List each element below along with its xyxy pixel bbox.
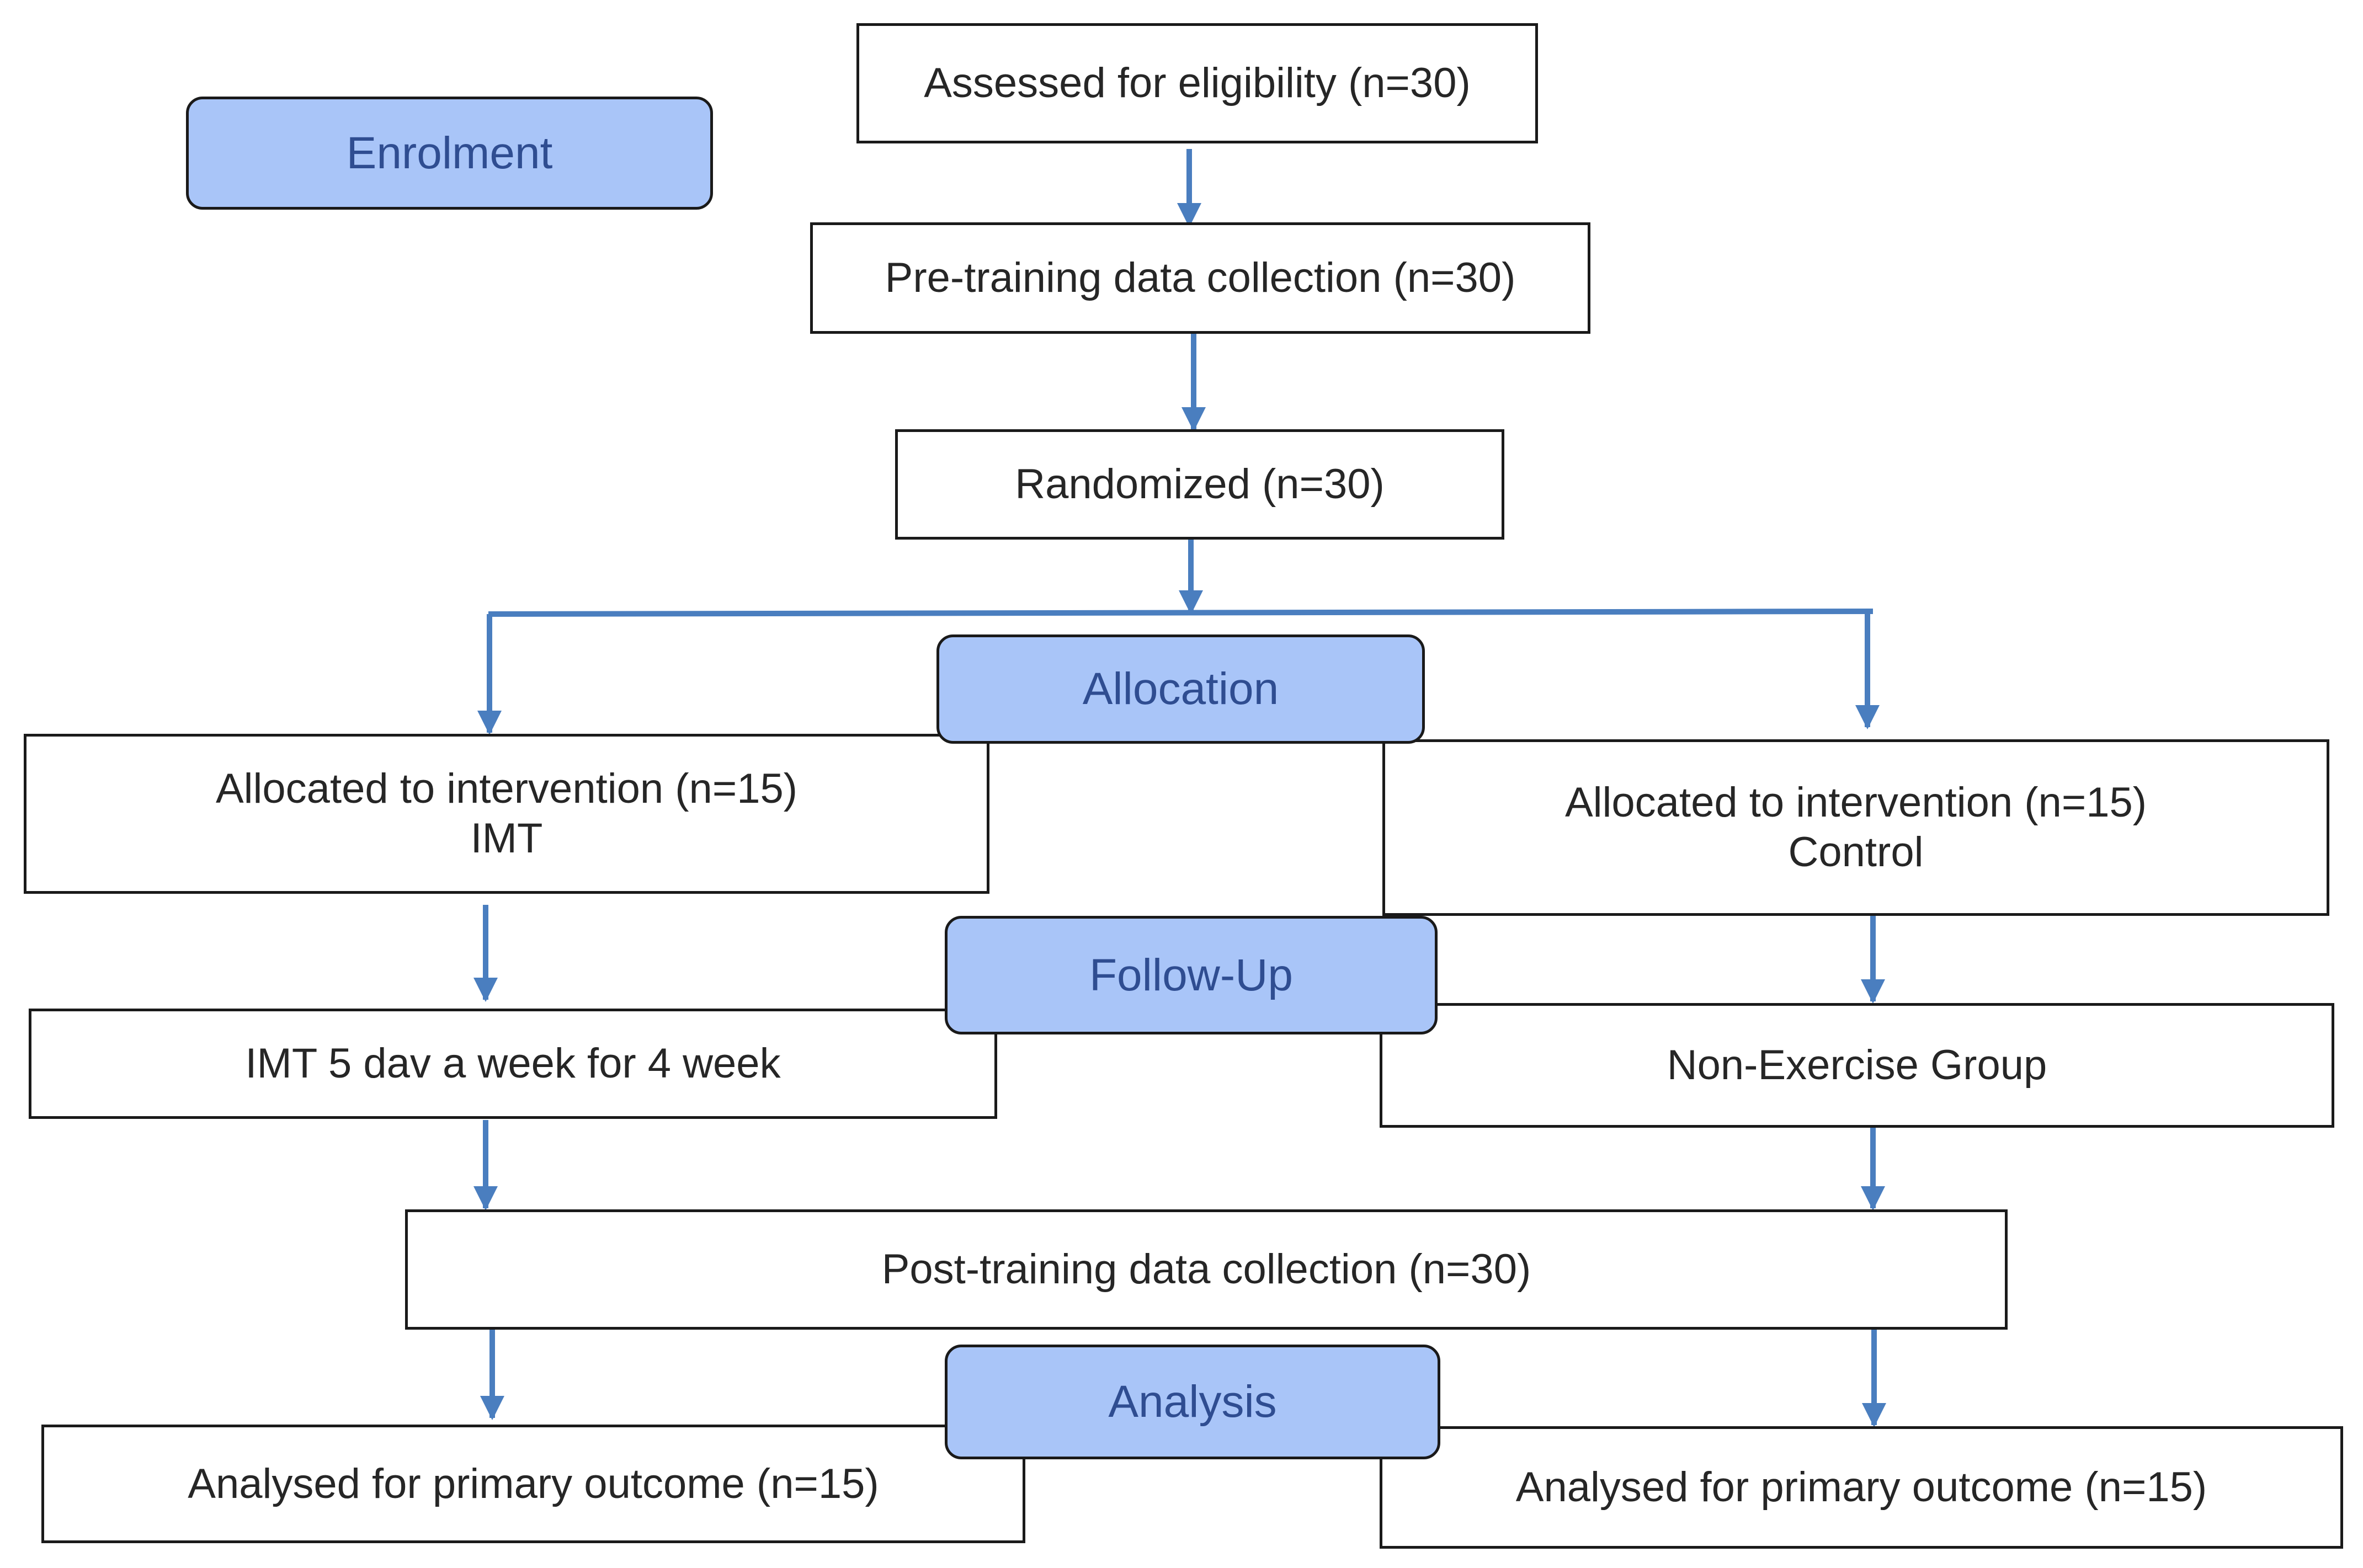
post-training-text: Post-training data collection (n=30) (881, 1246, 1531, 1293)
box-analysed-right: Analysed for primary outcome (n=15) (1380, 1426, 2343, 1549)
box-non-exercise-group: Non-Exercise Group (1380, 1003, 2334, 1128)
non-exercise-text: Non-Exercise Group (1667, 1042, 2047, 1089)
pre-training-text: Pre-training data collection (n=30) (885, 254, 1516, 301)
stage-analysis: Analysis (945, 1345, 1440, 1459)
box-randomized: Randomized (n=30) (895, 429, 1504, 540)
allocated-imt-line1: Allocated to intervention (n=15) (215, 765, 798, 812)
stage-allocation-label: Allocation (1082, 664, 1279, 714)
allocated-imt-line2: IMT (470, 815, 543, 862)
box-post-training-data-collection: Post-training data collection (n=30) (405, 1209, 2008, 1330)
stage-follow-up-label: Follow-Up (1089, 950, 1294, 1000)
stage-enrolment: Enrolment (186, 97, 713, 210)
assessed-text: Assessed for eligibility (n=30) (924, 60, 1471, 106)
box-allocated-imt: Allocated to intervention (n=15) IMT (24, 734, 989, 894)
randomized-text: Randomized (n=30) (1015, 461, 1385, 508)
stage-follow-up: Follow-Up (945, 916, 1438, 1034)
allocated-control-line1: Allocated to intervention (n=15) (1564, 779, 2147, 826)
analysed-right-text: Analysed for primary outcome (n=15) (1515, 1464, 2207, 1511)
imt-schedule-text: IMT 5 dav a week for 4 week (245, 1040, 781, 1087)
box-imt-schedule: IMT 5 dav a week for 4 week (29, 1009, 997, 1119)
box-assessed-for-eligibility: Assessed for eligibility (n=30) (856, 23, 1538, 143)
split-horizontal-line (488, 609, 1874, 617)
allocated-control-line2: Control (1788, 829, 1924, 876)
box-pre-training-data-collection: Pre-training data collection (n=30) (810, 222, 1590, 334)
stage-analysis-label: Analysis (1108, 1377, 1277, 1427)
stage-allocation: Allocation (936, 634, 1425, 744)
analysed-left-text: Analysed for primary outcome (n=15) (188, 1460, 879, 1507)
box-allocated-control: Allocated to intervention (n=15) Control (1382, 739, 2329, 916)
stage-enrolment-label: Enrolment (346, 127, 553, 178)
box-analysed-left: Analysed for primary outcome (n=15) (41, 1425, 1025, 1543)
